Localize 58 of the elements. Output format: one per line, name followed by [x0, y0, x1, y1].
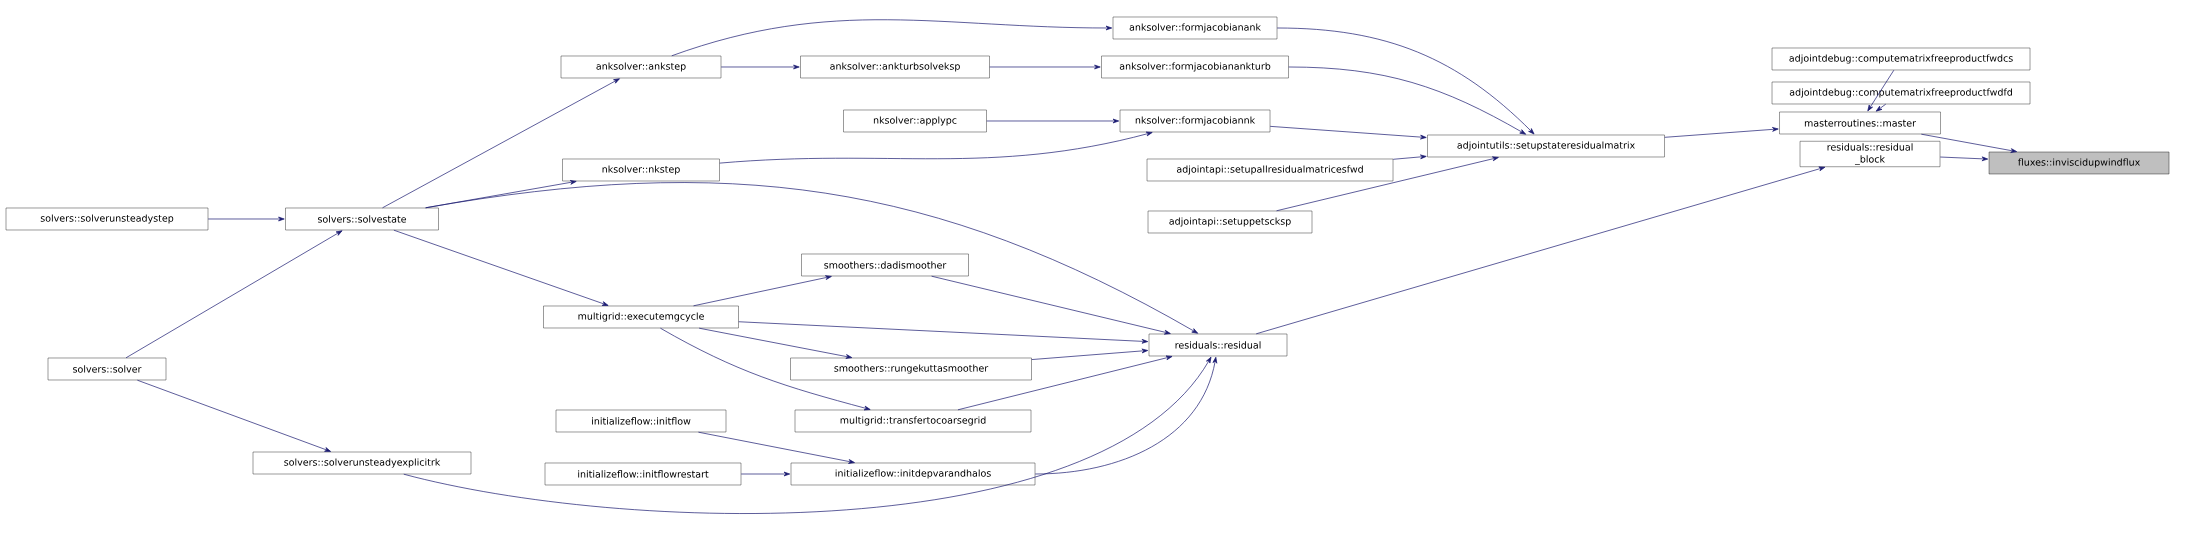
function-box: adjointapi::setuppetscksp: [1147, 210, 1313, 234]
function-box: multigrid::transfertocoarsegrid: [794, 409, 1032, 433]
function-box: adjointdebug::computematrixfreeproductfwdfd: [1771, 81, 2031, 105]
function-box: nksolver::formjacobiannk: [1119, 109, 1271, 133]
arrow: [931, 275, 1171, 335]
function-box: solvers::solverunsteadyexplicitrk: [252, 451, 472, 475]
function-box: smoothers::rungekuttasmoother: [790, 357, 1032, 381]
function-box: multigrid::executemgcycle: [543, 305, 739, 329]
function-box: solvers::solverunsteadystep: [5, 207, 209, 231]
arrow: [720, 64, 800, 70]
arrow: [740, 471, 791, 477]
function-box: fluxes::inviscidupwindflux: [1988, 151, 2170, 175]
arrow: [1255, 166, 1826, 335]
function-box: initializeflow::initdepvarandhalos: [790, 462, 1036, 486]
arrow: [698, 327, 853, 359]
arrow: [1875, 103, 1887, 112]
arrow: [698, 431, 855, 464]
arrow: [693, 275, 832, 307]
arrow: [1288, 66, 1527, 135]
arrow: [393, 229, 609, 306]
function-box: anksolver::ankstep: [560, 55, 722, 79]
arrow: [425, 182, 1199, 334]
function-box: residuals::residual: [1148, 333, 1288, 357]
arrow: [738, 321, 1149, 344]
arrow: [1939, 156, 1989, 162]
function-box: solvers::solvestate: [285, 207, 439, 231]
arrow: [1664, 127, 1779, 138]
arrow: [1269, 126, 1427, 140]
arrow: [1034, 356, 1218, 475]
function-box: adjointapi::setupallresidualmatricesfwd: [1146, 158, 1394, 182]
arrow: [125, 230, 343, 359]
function-box: anksolver::formjacobianank: [1112, 16, 1278, 40]
function-box: solvers::solver: [47, 357, 167, 381]
function-box: nksolver::nkstep: [562, 158, 720, 182]
function-box: residuals::residual _block: [1799, 141, 1941, 167]
arrow: [989, 64, 1101, 70]
arrow: [207, 216, 285, 222]
function-box: masterroutines::master: [1779, 111, 1941, 135]
arrow: [719, 131, 1153, 164]
function-box: anksolver::ankturbsolveksp: [800, 55, 990, 79]
arrow: [1276, 27, 1535, 135]
function-box: adjointdebug::computematrixfreeproductfwdcs: [1771, 47, 2031, 71]
arrow: [660, 327, 871, 411]
function-box: anksolver::formjacobianankturb: [1101, 55, 1289, 79]
arrow: [1031, 348, 1149, 360]
arrow: [403, 356, 1212, 514]
function-box: initializeflow::initflowrestart: [544, 462, 742, 486]
arrow: [986, 118, 1120, 124]
arrow: [137, 379, 331, 452]
function-box: nksolver::applypc: [843, 109, 987, 133]
arrow: [1867, 69, 1895, 112]
arrow: [1392, 154, 1427, 160]
arrow: [671, 19, 1113, 57]
arrow: [1921, 133, 2017, 153]
function-box: adjointutils::setupstateresidualmatrix: [1427, 134, 1665, 158]
function-box: smoothers::dadismoother: [801, 253, 969, 277]
arrow: [382, 78, 620, 209]
function-box: initializeflow::initflow: [555, 409, 727, 433]
